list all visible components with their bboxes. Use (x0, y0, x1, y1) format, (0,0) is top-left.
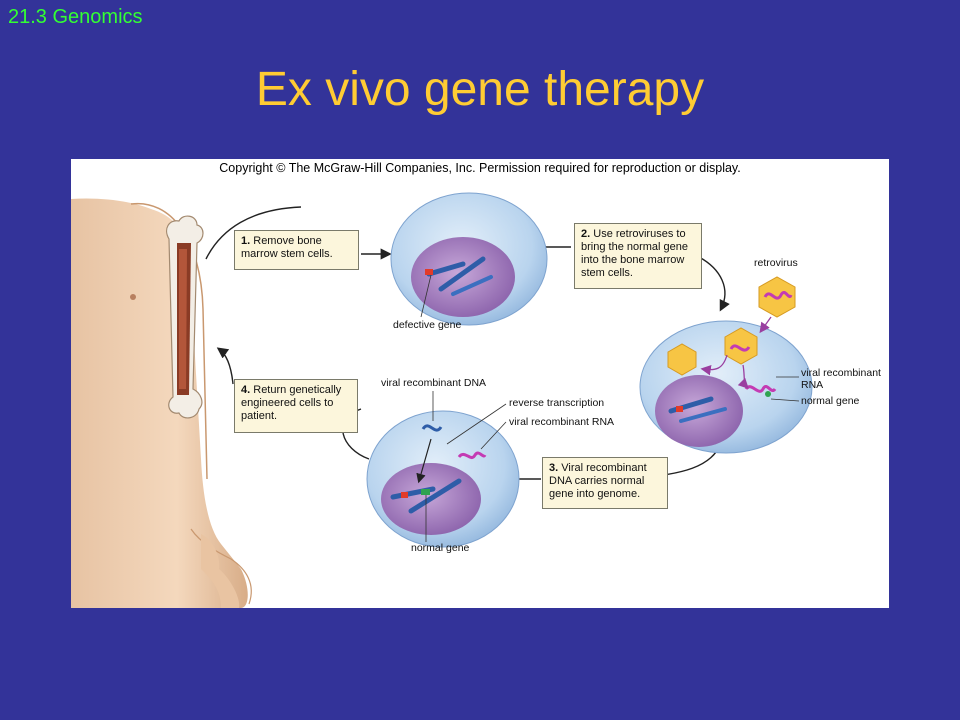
step-4-box: 4. Return genetically engineered cells t… (234, 379, 358, 433)
step-2-box: 2. Use retroviruses to bring the normal … (574, 223, 702, 289)
gene-therapy-figure: Copyright © The McGraw-Hill Companies, I… (71, 159, 889, 608)
label-retrovirus: retrovirus (754, 257, 798, 269)
step-2-number: 2. (581, 228, 591, 240)
label-viral-recombinant-dna: viral recombinant DNA (381, 377, 487, 389)
patient-arm (71, 198, 252, 608)
step-3-number: 3. (549, 462, 559, 474)
label-normal-gene-right: normal gene (801, 395, 860, 407)
step-4-number: 4. (241, 384, 251, 396)
arrow-step2-to-cell (698, 256, 730, 312)
stem-cell-right (639, 320, 813, 454)
label-viral-recombinant-rna-right: viral recombinant RNA (801, 367, 881, 391)
step-1-box: 1. Remove bone marrow stem cells. (234, 230, 359, 270)
section-label: 21.3 Genomics (8, 6, 143, 28)
copyright-notice: Copyright © The McGraw-Hill Companies, I… (219, 161, 741, 175)
stem-cell-bottom (366, 391, 520, 548)
virus-capsid-left (667, 343, 697, 376)
step-3-box: 3. Viral recombinant DNA carries normal … (542, 457, 668, 509)
step-1-number: 1. (241, 235, 251, 247)
label-defective-gene: defective gene (393, 319, 462, 331)
label-normal-gene-bottom: normal gene (411, 542, 470, 554)
retrovirus (758, 276, 796, 334)
step-4-text: Return genetically engineered cells to p… (241, 384, 342, 422)
step-2-text: Use retroviruses to bring the normal gen… (581, 228, 689, 279)
figure-illustration (71, 192, 813, 608)
arrow-step4-to-arm (216, 347, 234, 385)
slide-title: Ex vivo gene therapy (255, 63, 705, 116)
virus-capsid-center (724, 327, 758, 365)
defective-gene-marker (425, 269, 433, 275)
stem-cell-top (390, 192, 548, 326)
step-1-text: Remove bone marrow stem cells. (241, 235, 333, 260)
label-reverse-transcription: reverse transcription (509, 397, 605, 409)
label-viral-recombinant-rna-bottom: viral recombinant RNA (509, 416, 615, 428)
step-3-text: Viral recombinant DNA carries normal gen… (549, 462, 647, 500)
bone-marrow (166, 215, 204, 419)
arrow-to-step1 (205, 206, 302, 260)
